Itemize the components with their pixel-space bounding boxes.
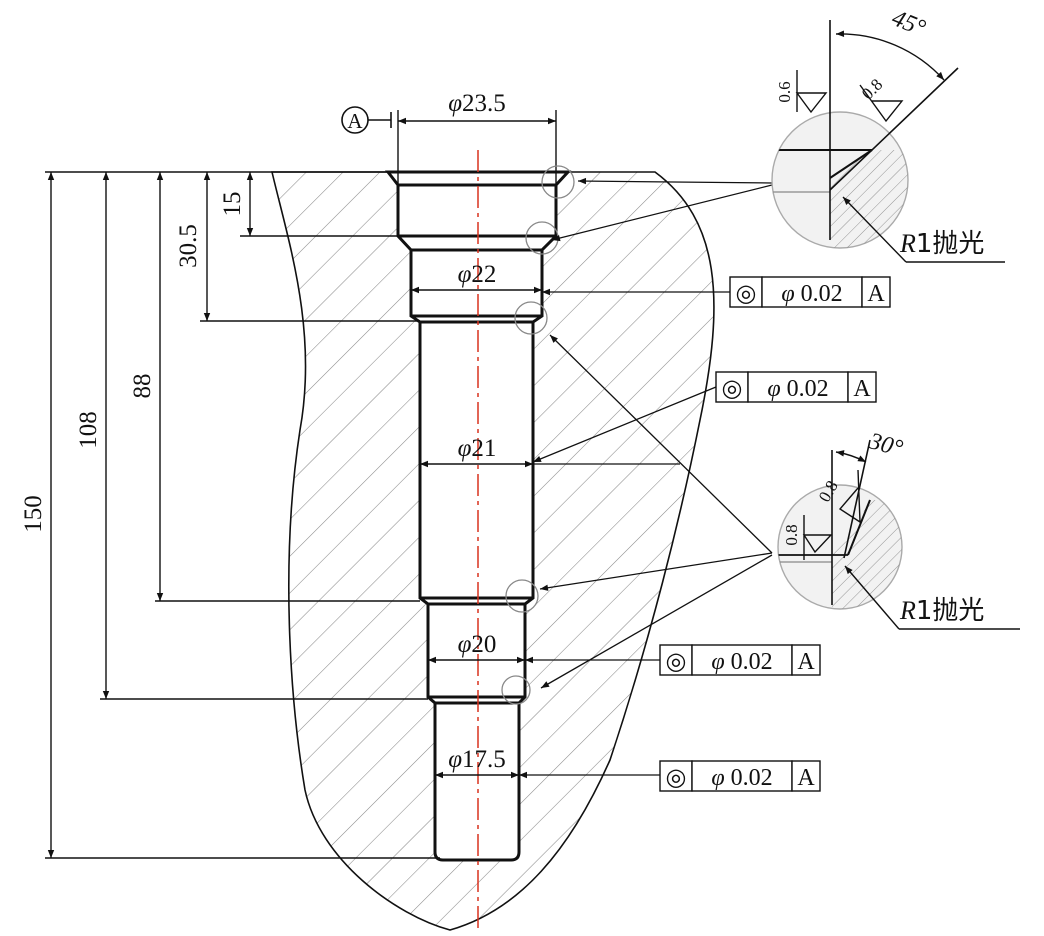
detail-marker xyxy=(505,579,539,613)
roughness-symbol-icon xyxy=(795,70,828,114)
tolerance-datum: A xyxy=(853,376,871,402)
concentricity-icon: ◎ xyxy=(666,765,687,791)
tolerance-value: 0.02 xyxy=(787,376,829,402)
dim-88: 88 xyxy=(129,374,156,399)
phi-symbol: φ xyxy=(767,376,780,402)
svg-text:R1抛光: R1抛光 xyxy=(899,229,984,259)
dim-30-5: 30.5 xyxy=(175,224,202,268)
detail-view-top: 45° 0.6 0.8 R1抛光 xyxy=(771,5,1005,263)
dim-d23-5: 23.5 xyxy=(462,90,506,117)
roughness-symbol-icon xyxy=(859,84,904,123)
phi-symbol: φ xyxy=(448,746,462,773)
roughness-symbol-icon xyxy=(838,469,861,524)
tolerance-frame-d21: ◎ φ 0.02 A xyxy=(715,371,877,403)
detail-marker xyxy=(514,301,548,335)
svg-text:R1抛光: R1抛光 xyxy=(899,596,984,626)
radius-letter: R xyxy=(899,596,916,625)
concentricity-icon: ◎ xyxy=(736,281,757,307)
dim-d17-5: 17.5 xyxy=(462,746,506,773)
tolerance-datum: A xyxy=(797,649,815,675)
phi-symbol: φ xyxy=(448,90,462,117)
diameter-dimensions xyxy=(397,110,557,779)
dim-108: 108 xyxy=(75,411,102,449)
depth-dimensions xyxy=(45,171,440,859)
depth-labels: 15 30.5 88 108 150 xyxy=(20,192,246,533)
concentricity-icon: ◎ xyxy=(722,376,743,402)
detail-marker xyxy=(541,165,575,199)
tolerance-datum: A xyxy=(797,765,815,791)
datum-symbol-a: A xyxy=(341,106,392,134)
dim-15: 15 xyxy=(219,192,246,217)
phi-symbol: φ xyxy=(781,281,794,307)
svg-text:φ17.5: φ17.5 xyxy=(448,746,506,773)
phi-symbol: φ xyxy=(458,261,472,288)
svg-text:φ22: φ22 xyxy=(458,261,497,288)
roughness-symbol-icon xyxy=(802,515,833,560)
radius-note-mid: 1抛光 xyxy=(916,596,985,626)
tolerance-frame-d20: ◎ φ 0.02 A xyxy=(659,644,821,676)
datum-letter: A xyxy=(347,109,363,133)
roughness-0-6: 0.6 xyxy=(775,81,794,102)
phi-symbol: φ xyxy=(711,649,724,675)
phi-symbol: φ xyxy=(458,631,472,658)
detail-marker xyxy=(501,675,531,705)
concentricity-icon: ◎ xyxy=(666,649,687,675)
diameter-labels: φ23.5 φ22 φ21 φ20 φ17.5 xyxy=(448,90,506,773)
tolerance-datum: A xyxy=(867,281,885,307)
svg-text:φ 0.02: φ 0.02 xyxy=(767,376,828,402)
section-body xyxy=(270,150,715,931)
tolerance-value: 0.02 xyxy=(801,281,843,307)
detail-view-mid: 30° 0.8 0.8 R1抛光 xyxy=(777,428,1020,630)
tolerance-value: 0.02 xyxy=(731,765,773,791)
roughness-0-8: 0.8 xyxy=(858,75,886,103)
tolerance-frame-d17-5: ◎ φ 0.02 A xyxy=(659,760,821,792)
dim-d21: 21 xyxy=(471,435,496,462)
tolerance-frame-d22: ◎ φ 0.02 A xyxy=(729,276,891,308)
dim-d22: 22 xyxy=(471,261,496,288)
dim-150: 150 xyxy=(20,495,47,533)
svg-text:φ 0.02: φ 0.02 xyxy=(781,281,842,307)
angle-45: 45° xyxy=(888,5,929,42)
leader-lines xyxy=(519,177,773,779)
svg-text:φ 0.02: φ 0.02 xyxy=(711,649,772,675)
svg-text:φ20: φ20 xyxy=(458,631,497,658)
radius-letter: R xyxy=(899,229,916,258)
dim-d20: 20 xyxy=(471,631,496,658)
svg-text:φ 0.02: φ 0.02 xyxy=(711,765,772,791)
radius-note-top: 1抛光 xyxy=(916,229,985,259)
svg-text:φ23.5: φ23.5 xyxy=(448,90,506,117)
tolerance-value: 0.02 xyxy=(731,649,773,675)
phi-symbol: φ xyxy=(711,765,724,791)
phi-symbol: φ xyxy=(458,435,472,462)
angle-30: 30° xyxy=(865,428,906,462)
svg-text:φ21: φ21 xyxy=(458,435,497,462)
roughness-0-8: 0.8 xyxy=(782,524,801,545)
